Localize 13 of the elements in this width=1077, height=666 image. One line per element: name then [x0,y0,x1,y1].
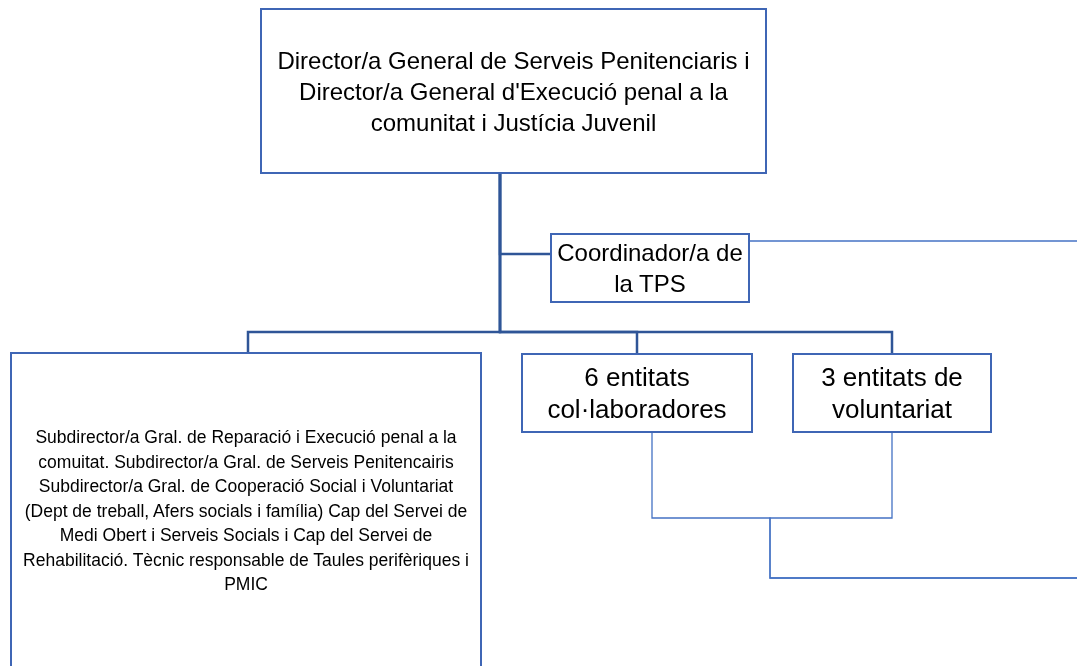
org-chart-box [10,352,482,666]
role-title: Subdirector/a Gral. de Reparació i Execució penal a la comuitat. Subdirector/a Gral. de Serveis Penitencairis Subdirector/a Gral. de Cooperació Social i Voluntariat (Dept de treball, Afers socials i família) Cap del Servei de Medi Obert i Serveis Socials i Cap del Servei de Rehabilitació. Tècnic responsable de Taules perifèriques i PMIC [22,426,470,597]
org-chart-box [550,233,750,303]
role-title: 3 entitats de voluntariat [820,361,964,425]
connector-line [769,432,1077,579]
role-title: Director/a General de Serveis Penitenciaris i Director/a General d'Execució penal a la comunitat i Justícia Juvenil [276,45,751,138]
org-chart-box [521,353,753,433]
org-chart-box [792,353,992,433]
connector-line [749,240,1077,242]
role-title: Coordinador/a de la TPS [556,238,744,299]
org-chart-box [260,8,767,174]
role-title: 6 entitats col·laboradores [546,361,728,425]
connector-line [498,174,894,353]
